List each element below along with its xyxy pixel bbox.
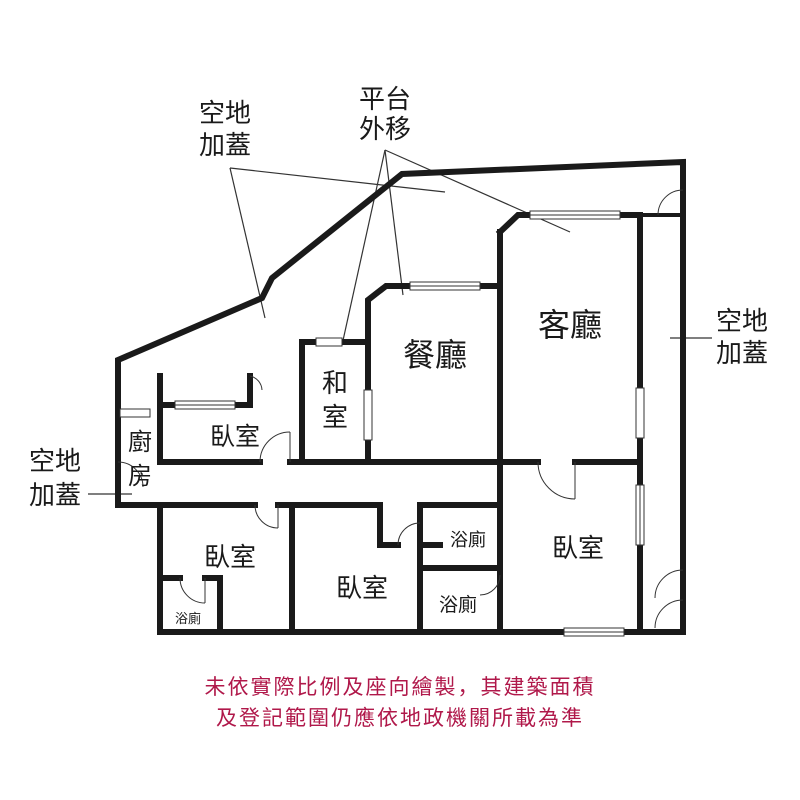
label-bath-center: 浴廁 <box>450 529 486 551</box>
windows <box>119 210 645 637</box>
label-platform-shift-1: 平台 <box>359 85 411 115</box>
room-labels: 平台 外移 空地 加蓋 空地 加蓋 空地 加蓋 客廳 餐廳 和 室 廚 房 臥室… <box>29 85 768 627</box>
label-bedroom-middle: 臥室 <box>336 574 388 604</box>
leader-lines <box>88 149 712 495</box>
label-dining-room: 餐廳 <box>403 336 467 374</box>
disclaimer-line-2: 及登記範圍仍應依地政機關所載為準 <box>216 706 584 730</box>
label-open-right-2: 加蓋 <box>716 339 768 369</box>
label-bath-lower: 浴廁 <box>439 593 477 616</box>
label-kitchen-1: 廚 <box>128 428 152 456</box>
label-bedroom-right: 臥室 <box>552 534 604 564</box>
label-japanese-room-2: 室 <box>322 403 348 433</box>
label-living-room: 客廳 <box>538 306 602 344</box>
label-open-left-1: 空地 <box>29 447 81 477</box>
label-open-top-left-2: 加蓋 <box>199 131 251 161</box>
label-japanese-room-1: 和 <box>322 369 348 399</box>
label-bedroom-top: 臥室 <box>210 422 260 451</box>
label-platform-shift-2: 外移 <box>359 115 411 145</box>
label-open-right-1: 空地 <box>716 307 768 337</box>
doors <box>117 189 684 629</box>
label-open-top-left-1: 空地 <box>199 99 251 129</box>
label-bedroom-left: 臥室 <box>204 543 256 573</box>
label-open-left-2: 加蓋 <box>29 481 81 511</box>
label-kitchen-2: 房 <box>128 462 152 490</box>
label-bath-small: 浴廁 <box>175 611 201 627</box>
disclaimer-line-1: 未依實際比例及座向繪製，其建築面積 <box>204 675 596 699</box>
